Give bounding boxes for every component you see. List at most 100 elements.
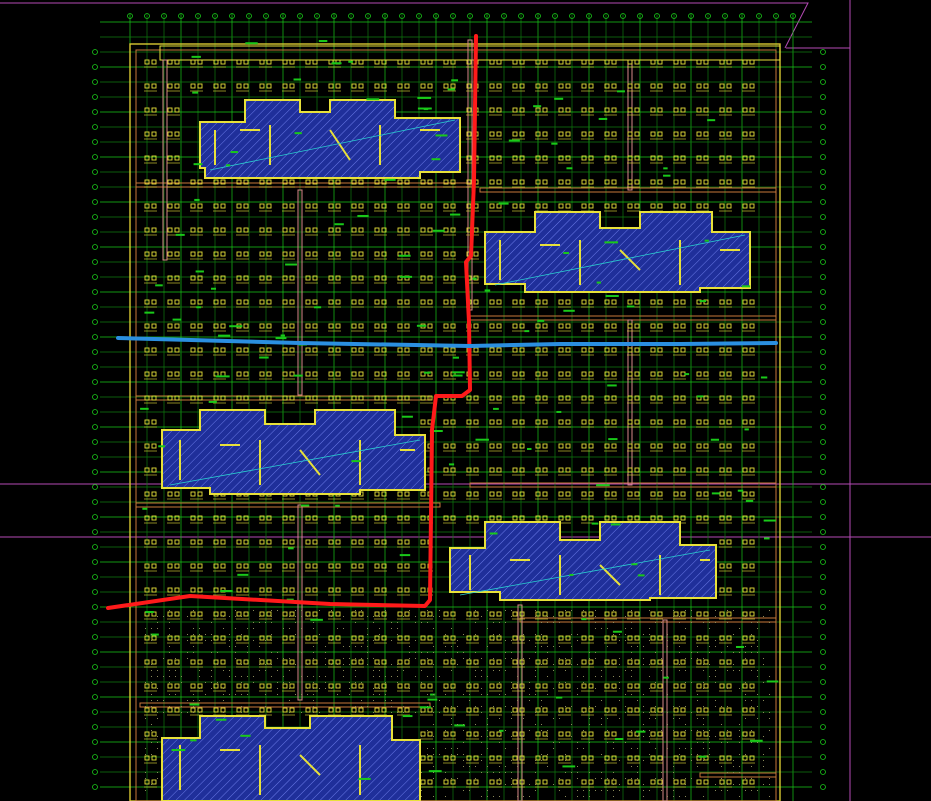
column [305, 275, 311, 281]
column [673, 155, 679, 161]
site-boundary-outer [129, 43, 781, 801]
column [450, 275, 456, 281]
axis-bubble-left [92, 154, 98, 160]
column [565, 155, 571, 161]
pattern-dot [343, 658, 344, 659]
pattern-dot [475, 706, 476, 707]
column [611, 731, 617, 737]
pattern-dot [589, 652, 590, 653]
column [604, 347, 610, 353]
column [190, 59, 196, 65]
column [680, 635, 686, 641]
pattern-dot [253, 622, 254, 623]
pattern-dot [757, 742, 758, 743]
column [443, 515, 449, 521]
pattern-dot [577, 766, 578, 767]
pattern-dot [169, 646, 170, 647]
column [174, 155, 180, 161]
axis-bubble-left [92, 304, 98, 310]
pattern-dot [451, 754, 452, 755]
column [397, 515, 403, 521]
axis-bubble-left [92, 484, 98, 490]
pattern-dot [481, 796, 482, 797]
pattern-dot [409, 610, 410, 611]
column [190, 563, 196, 569]
pattern-dot [625, 640, 626, 641]
column [519, 131, 525, 137]
column [496, 179, 502, 185]
column [542, 371, 548, 377]
pattern-dot [511, 652, 512, 653]
axis-bubble-top [688, 13, 694, 19]
dimension-mark [450, 213, 461, 216]
axis-bubble-left [92, 499, 98, 505]
axis-bubble-right [820, 319, 826, 325]
column [565, 83, 571, 89]
pattern-dot [487, 772, 488, 773]
pattern-dot [631, 712, 632, 713]
pattern-dot [757, 646, 758, 647]
pattern-dot [463, 754, 464, 755]
pattern-dot [349, 646, 350, 647]
pattern-dot [151, 664, 152, 665]
pattern-dot [379, 670, 380, 671]
column [680, 755, 686, 761]
column [381, 179, 387, 185]
pattern-dot [571, 610, 572, 611]
axis-bubble-right [820, 274, 826, 280]
column [312, 611, 318, 617]
column [650, 683, 656, 689]
pattern-dot [571, 658, 572, 659]
pattern-dot [199, 688, 200, 689]
column [381, 203, 387, 209]
pattern-dot [307, 688, 308, 689]
column [144, 443, 150, 449]
column [259, 275, 265, 281]
axis-bubble-right [820, 289, 826, 295]
axis-bubble-left [92, 394, 98, 400]
dimension-mark [230, 151, 238, 154]
pattern-dot [463, 694, 464, 695]
pattern-dot [553, 718, 554, 719]
pattern-dot [487, 790, 488, 791]
pattern-dot [679, 652, 680, 653]
pattern-dot [631, 730, 632, 731]
pattern-dot [727, 784, 728, 785]
column [657, 419, 663, 425]
pattern-dot [613, 622, 614, 623]
dimension-mark [398, 254, 411, 257]
axis-bubble-top [586, 13, 592, 19]
column [673, 491, 679, 497]
column [151, 107, 157, 113]
pattern-dot [589, 724, 590, 725]
column [473, 371, 479, 377]
pattern-dot [343, 670, 344, 671]
pattern-dot [373, 676, 374, 677]
column [558, 491, 564, 497]
pattern-dot [211, 682, 212, 683]
column [144, 755, 150, 761]
column [236, 299, 242, 305]
pattern-dot [703, 664, 704, 665]
pattern-dot [715, 670, 716, 671]
pattern-dot [169, 676, 170, 677]
column [581, 467, 587, 473]
pattern-dot [151, 640, 152, 641]
column [174, 251, 180, 257]
column [305, 707, 311, 713]
column [335, 611, 341, 617]
pattern-dot [427, 676, 428, 677]
pattern-dot [661, 772, 662, 773]
column [588, 179, 594, 185]
column [696, 611, 702, 617]
pattern-dot [271, 664, 272, 665]
column [266, 683, 272, 689]
column [496, 107, 502, 113]
dimension-mark [189, 703, 200, 706]
axis-bubble-right [820, 229, 826, 235]
pattern-dot [709, 742, 710, 743]
column [220, 323, 226, 329]
partition-wall [329, 129, 351, 161]
pattern-dot [283, 682, 284, 683]
